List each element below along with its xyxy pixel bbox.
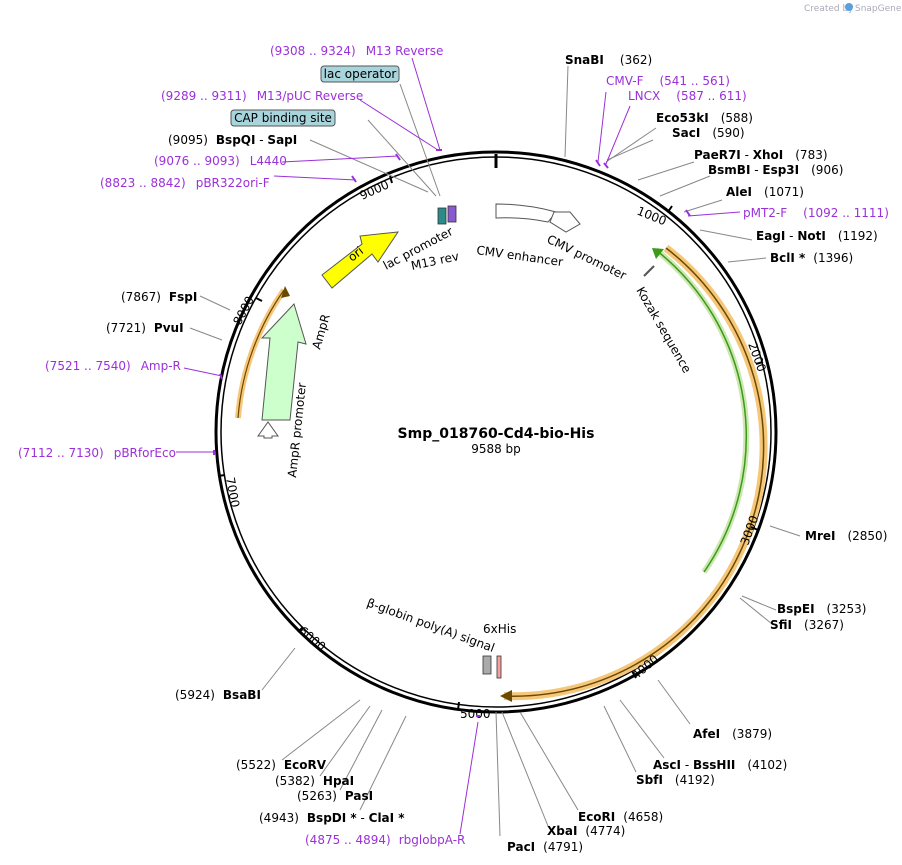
snapgene-brand: SnapGene xyxy=(855,4,902,14)
primer-amp-r: (7521 .. 7540)Amp-R xyxy=(45,359,181,373)
tick-8000: 8000 xyxy=(230,294,257,328)
cap-binding-site-label: CAP binding site xyxy=(234,111,332,125)
orf-feature-highlight xyxy=(503,244,768,701)
primer-pmt2-f: pMT2-F(1092 .. 1111) xyxy=(743,206,889,220)
enzyme-saci: SacI(590) xyxy=(672,126,745,140)
enzyme-bsmbi-esp3i: BsmBI - Esp3I(906) xyxy=(708,163,843,177)
ampr-arrow xyxy=(260,303,307,421)
kozak-label: Kozak sequence xyxy=(633,285,694,376)
enzyme-snabi: SnaBI(362) xyxy=(565,53,652,67)
enzyme-mrei: MreI(2850) xyxy=(805,529,887,543)
enzyme-pvui: (7721)PvuI xyxy=(106,321,184,335)
enzyme-sbfi: SbfI(4192) xyxy=(636,773,715,787)
plasmid-name: Smp_018760-Cd4-bio-His xyxy=(398,426,595,442)
primer-pbr322ori-f: (8823 .. 8842)pBR322ori-F xyxy=(100,176,270,190)
enzyme-pasi: (5263)PasI xyxy=(297,789,373,803)
cap-binding-site-box xyxy=(230,109,336,127)
enzyme-sfii: SfiI(3267) xyxy=(770,618,844,632)
cmv-enhancer-arrow xyxy=(495,203,557,223)
primer-m13-puc-reverse: (9289 .. 9311)M13/pUC Reverse xyxy=(161,89,363,103)
primer-m13-reverse: (9308 .. 9324)M13 Reverse xyxy=(270,44,443,58)
enzyme-bspqi-sapi: (9095)BspQI - SapI xyxy=(168,133,297,147)
enzyme-afei: AfeI(3879) xyxy=(693,727,772,741)
enzyme-leaders xyxy=(189,65,801,837)
primer-labels: CMV-F(541 .. 561) LNCX(587 .. 611) pMT2-… xyxy=(18,44,889,847)
kozak-mark xyxy=(643,265,655,277)
lac-operator-label: lac operator xyxy=(324,67,397,81)
cmv-promoter-arrowhead xyxy=(549,211,581,233)
ampr-promoter-arrow xyxy=(257,421,279,439)
m13-rev-box xyxy=(447,205,457,223)
primer-pbrforeco: (7112 .. 7130)pBRforEco xyxy=(18,446,176,460)
enzyme-bspdi-clai: (4943)BspDI * - ClaI * xyxy=(259,811,405,825)
enzyme-asci-bsshii: AscI - BssHII(4102) xyxy=(653,758,787,772)
enzyme-xbai: XbaI(4774) xyxy=(547,824,625,838)
tick-5000: 5000 xyxy=(460,707,491,721)
enzyme-fspi: (7867)FspI xyxy=(121,290,197,304)
plasmid-size: 9588 bp xyxy=(471,442,521,456)
enzyme-paer7i-xhoi: PaeR7I - XhoI(783) xyxy=(694,148,828,162)
primer-rbglobpa-r: (4875 .. 4894)rbglobpA-R xyxy=(305,833,465,847)
enzyme-bcli: BclI *(1396) xyxy=(770,251,853,265)
primer-marks xyxy=(213,149,691,717)
ampr-orf-arrowhead xyxy=(281,286,290,298)
enzyme-hpai: (5382)HpaI xyxy=(275,774,354,788)
tick-7000: 7000 xyxy=(223,476,242,509)
enzyme-ecorv: (5522)EcoRV xyxy=(236,758,327,772)
primer-lncx: LNCX(587 .. 611) xyxy=(628,89,747,103)
ori-arrow xyxy=(321,231,400,289)
enzyme-labels: SnaBI(362) Eco53kI(588) SacI(590) PaeR7I… xyxy=(106,53,887,854)
ampr-label: AmpR xyxy=(309,312,332,350)
enzyme-alei: AleI(1071) xyxy=(726,185,804,199)
orf-feature-line xyxy=(503,247,765,697)
created-by-label: Created by xyxy=(804,4,854,14)
ampr-orf-line xyxy=(237,289,285,419)
his-tag-box xyxy=(496,655,502,679)
green-arrowhead xyxy=(652,248,664,259)
enzyme-bsabi: (5924)BsaBI xyxy=(175,688,261,702)
primer-l4440: (9076 .. 9093)L4440 xyxy=(154,154,287,168)
primer-cmv-f: CMV-F(541 .. 561) xyxy=(606,74,730,88)
tick-marks xyxy=(217,175,764,711)
polya-box xyxy=(482,655,492,675)
enzyme-paci: PacI(4791) xyxy=(507,840,583,854)
lac-promoter-box xyxy=(437,207,447,225)
his-tag-label: 6xHis xyxy=(483,622,516,636)
enzyme-bspei: BspEI(3253) xyxy=(777,602,866,616)
boxed-labels: lac operator CAP binding site xyxy=(230,65,400,127)
enzyme-ecori: EcoRI(4658) xyxy=(578,810,663,824)
enzyme-eco53ki: Eco53kI(588) xyxy=(656,111,753,125)
orf-arrowhead xyxy=(500,690,512,702)
polya-label: β-globin poly(A) signal xyxy=(365,596,497,655)
enzyme-eagi-noti: EagI - NotI(1192) xyxy=(756,229,878,243)
lac-operator-box xyxy=(320,65,400,83)
primer-leaders xyxy=(176,57,741,835)
green-feature-line xyxy=(655,249,747,573)
snapgene-logo-icon xyxy=(845,3,853,11)
